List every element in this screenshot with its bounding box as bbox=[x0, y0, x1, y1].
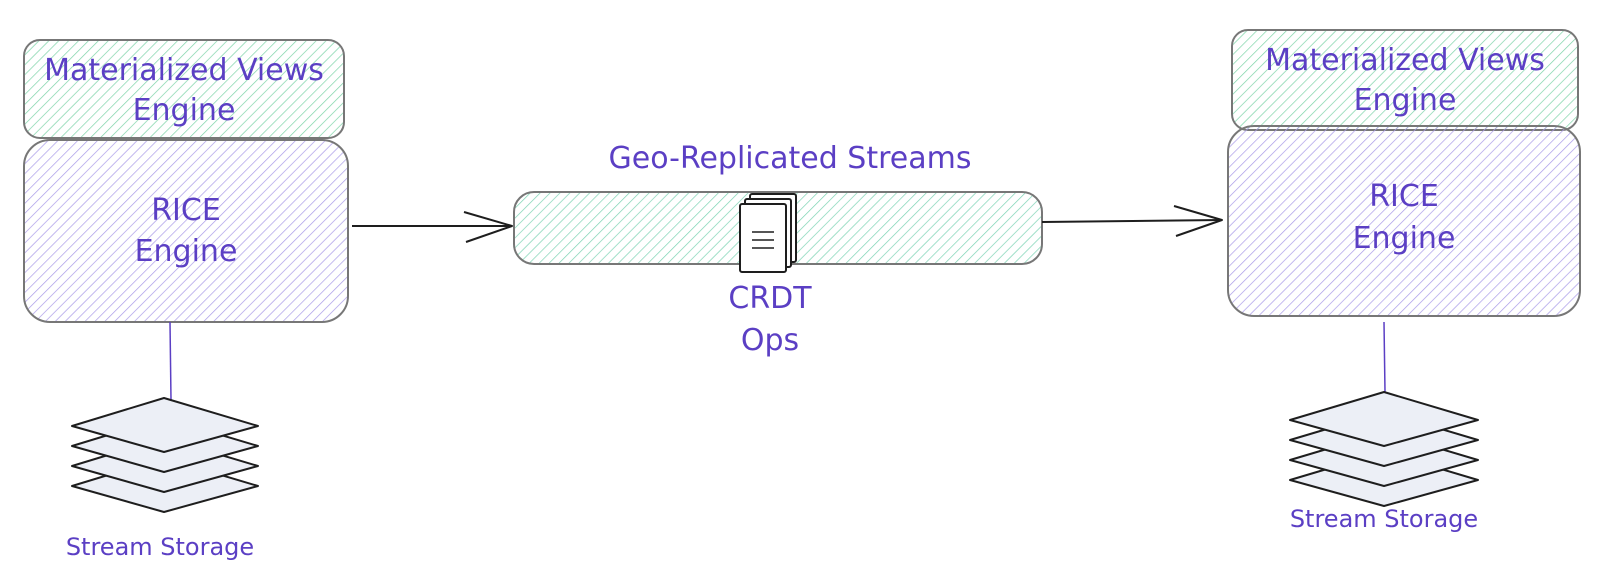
left-views-label-line2: Engine bbox=[132, 93, 236, 128]
stream-title: Geo-Replicated Streams bbox=[608, 141, 972, 176]
right-rice-box bbox=[1227, 125, 1581, 317]
left-views-label-line1: Materialized Views bbox=[44, 53, 324, 88]
right-storage-label: Stream Storage bbox=[1289, 505, 1479, 533]
stream-to-right-arrowhead bbox=[1173, 205, 1223, 237]
document-stack-icon bbox=[739, 193, 797, 273]
left-storage-link bbox=[169, 321, 172, 401]
stacked-layers-icon bbox=[71, 397, 259, 513]
right-views-label-line2: Engine bbox=[1353, 83, 1457, 118]
left-rice-label-line2: Engine bbox=[134, 234, 238, 269]
crdt-ops-label-line1: CRDT bbox=[728, 281, 812, 316]
left-storage-label: Stream Storage bbox=[65, 533, 255, 561]
geo-replicated-streams bbox=[352, 191, 1223, 273]
stream-to-right-edge bbox=[1041, 219, 1223, 223]
left-rice-label-line1: RICE bbox=[151, 193, 221, 228]
right-rice-label-line2: Engine bbox=[1352, 221, 1456, 256]
right-views-label-line1: Materialized Views bbox=[1265, 43, 1545, 78]
right-node bbox=[1227, 29, 1581, 507]
left-rice-box bbox=[23, 139, 349, 323]
right-storage-link bbox=[1383, 321, 1386, 393]
left-node bbox=[23, 39, 349, 513]
left-to-stream-arrowhead bbox=[463, 211, 513, 243]
crdt-ops-label-line2: Ops bbox=[740, 323, 800, 358]
right-rice-label-line1: RICE bbox=[1369, 179, 1439, 214]
left-views-box bbox=[23, 39, 345, 139]
stacked-layers-icon bbox=[1289, 391, 1479, 507]
